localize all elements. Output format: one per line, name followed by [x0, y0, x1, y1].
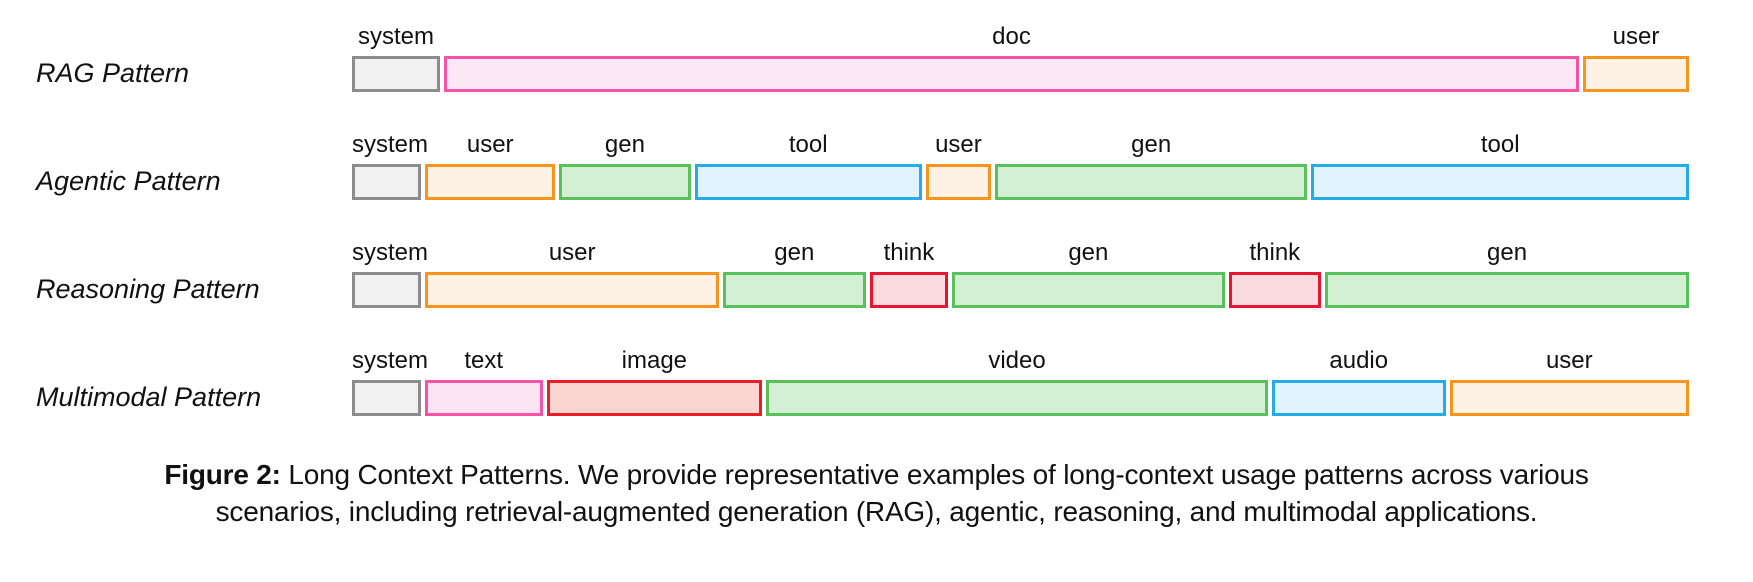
segment-box	[444, 56, 1579, 92]
row-label: Multimodal Pattern	[36, 382, 262, 412]
segment-user: user	[425, 131, 556, 200]
segment-label: user	[935, 131, 982, 158]
segment-label: video	[988, 347, 1046, 374]
segment-box	[352, 380, 421, 416]
segment-doc: doc	[444, 24, 1579, 92]
segment-label: user	[1545, 347, 1593, 374]
segment-box	[1228, 272, 1322, 308]
segment-box	[722, 272, 866, 308]
row-track: system doc user	[352, 24, 1689, 92]
segment-tool: tool	[1311, 132, 1689, 200]
pattern-row-1: RAG Pattern system doc user	[0, 24, 1753, 92]
segment-box	[766, 380, 1268, 416]
row-track: system text image video audio user	[352, 347, 1690, 416]
segment-label: user	[548, 239, 596, 266]
segment-box	[694, 164, 922, 200]
row-track: system user gen tool user gen tool	[352, 132, 1689, 200]
segment-box	[1311, 164, 1689, 200]
segment-label: system	[352, 131, 429, 158]
segment-label: system	[352, 347, 429, 374]
caption-line-1: Figure 2: Long Context Patterns. We prov…	[164, 459, 1589, 490]
figure-caption: Figure 2: Long Context Patterns. We prov…	[0, 456, 1753, 530]
segment-label: user	[1612, 23, 1660, 50]
segment-label: gen	[1487, 239, 1528, 266]
segment-label: gen	[604, 131, 645, 158]
segment-box	[869, 272, 949, 308]
segment-box	[925, 164, 991, 200]
segment-label: system	[357, 23, 434, 50]
segment-box	[1325, 272, 1690, 308]
row-label: RAG Pattern	[36, 58, 190, 88]
segment-box	[425, 272, 719, 308]
segment-tool: tool	[694, 131, 922, 200]
segment-box	[425, 164, 556, 200]
segment-user: user	[1449, 347, 1690, 416]
segment-user: user	[425, 240, 719, 308]
segment-box	[1583, 56, 1689, 92]
pattern-rows: RAG Pattern system doc user Agentic Patt…	[0, 24, 1753, 416]
segment-label: user	[466, 131, 514, 158]
segment-label: gen	[1131, 131, 1172, 158]
segment-label: tool	[788, 131, 828, 158]
segment-label: audio	[1329, 347, 1389, 374]
segment-label: think	[1249, 239, 1301, 266]
segment-box	[546, 380, 763, 416]
caption-figure-number: Figure 2:	[164, 459, 281, 490]
segment-system: system	[352, 24, 440, 92]
segment-gen: gen	[994, 131, 1308, 200]
segment-box	[352, 272, 422, 308]
segment-label: text	[464, 347, 504, 374]
segment-box	[1271, 380, 1446, 416]
segment-box	[559, 164, 691, 200]
segment-label: tool	[1480, 131, 1520, 158]
segment-think: think	[869, 239, 949, 308]
segment-gen: gen	[722, 239, 866, 308]
segment-gen: gen	[559, 131, 691, 200]
segment-label: system	[352, 239, 429, 266]
pattern-row-2: Agentic Pattern system user gen tool use…	[0, 132, 1753, 200]
segment-system: system	[352, 347, 429, 416]
segment-label: gen	[1068, 239, 1109, 266]
segment-box	[352, 164, 422, 200]
row-label: Agentic Pattern	[36, 166, 221, 196]
segment-image: image	[546, 347, 763, 416]
segment-gen: gen	[1325, 239, 1690, 308]
segment-label: doc	[992, 23, 1031, 50]
segment-gen: gen	[952, 239, 1225, 308]
row-label: Reasoning Pattern	[36, 274, 260, 304]
segment-system: system	[352, 239, 429, 308]
segment-box	[952, 272, 1225, 308]
segment-user: user	[1583, 24, 1689, 92]
segment-label: gen	[774, 239, 815, 266]
segment-box	[352, 56, 440, 92]
caption-text-1: Long Context Patterns. We provide repres…	[288, 459, 1589, 490]
row-track: system user gen think gen think gen	[352, 239, 1690, 308]
pattern-row-4: Multimodal Pattern system text image vid…	[0, 348, 1753, 416]
segment-user: user	[925, 131, 991, 200]
segment-label: think	[883, 239, 935, 266]
segment-audio: audio	[1271, 347, 1446, 416]
segment-video: video	[766, 348, 1268, 416]
segment-label: image	[621, 347, 688, 374]
segment-system: system	[352, 131, 429, 200]
caption-text-2: scenarios, including retrieval-augmented…	[215, 496, 1538, 527]
segment-text: text	[424, 347, 543, 416]
pattern-row-3: Reasoning Pattern system user gen think …	[0, 240, 1753, 308]
segment-box	[424, 380, 543, 416]
segment-think: think	[1228, 239, 1322, 308]
segment-box	[1449, 380, 1690, 416]
segment-box	[994, 164, 1308, 200]
